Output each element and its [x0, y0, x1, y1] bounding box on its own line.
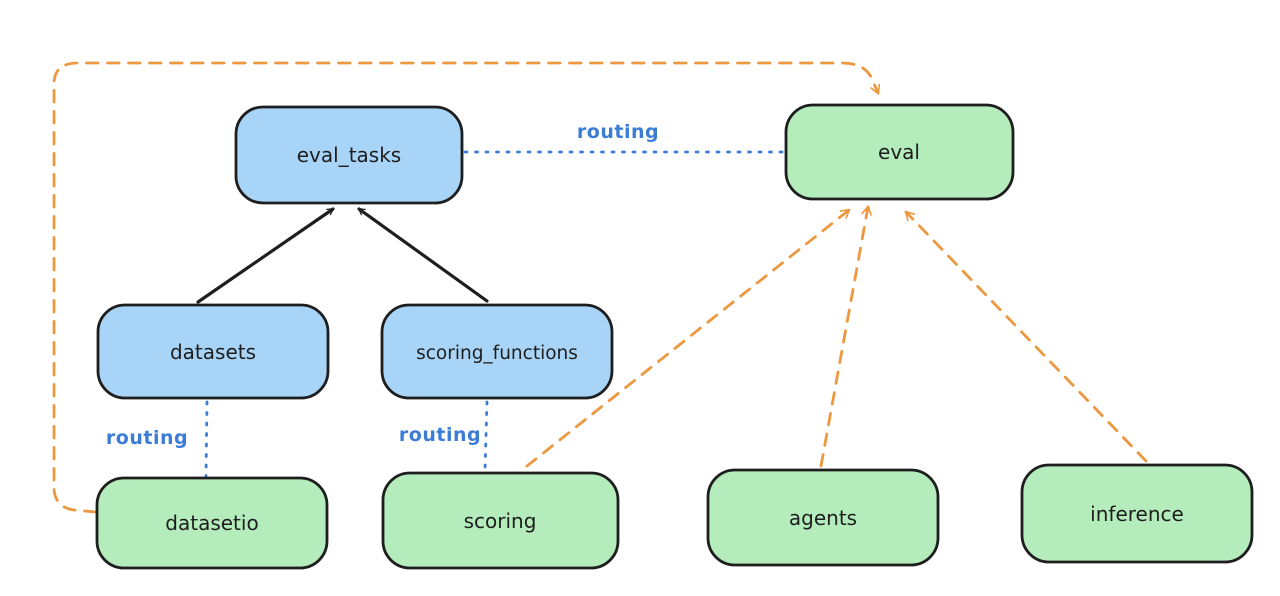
node-scoring-box [381, 471, 620, 570]
node-eval-tasks-box [234, 105, 464, 205]
node-eval: eval [784, 103, 1015, 201]
edge-routing-scoring-functions-to-scoring [483, 400, 489, 472]
edge-routing-datasets-to-datasetio [204, 400, 209, 478]
nodes-layer: eval_tasks eval datasets scoring_functio… [95, 103, 1254, 570]
edge-scoring-functions-to-eval-tasks [357, 207, 489, 303]
node-datasetio-label: datasetio [165, 511, 258, 535]
node-scoring-functions-label: scoring_functions [416, 343, 578, 364]
routing-label-top: routing [577, 121, 659, 143]
node-eval-tasks-label: eval_tasks [297, 143, 401, 167]
node-eval-box [784, 103, 1015, 201]
node-agents: agents [706, 468, 940, 567]
edges-layer [52, 61, 1148, 514]
node-inference-label: inference [1090, 502, 1184, 526]
routing-label-datasets: routing [106, 427, 188, 449]
node-inference-box [1020, 463, 1254, 564]
node-datasetio-box [95, 476, 329, 570]
node-agents-label: agents [789, 506, 857, 530]
node-scoring: scoring [381, 471, 620, 570]
routing-label-scoring: routing [399, 424, 481, 446]
node-scoring-functions: scoring_functions [380, 303, 614, 400]
edge-agents-to-eval [819, 205, 872, 468]
edge-labels-layer: routing routing routing [106, 121, 659, 449]
edge-inference-to-eval [904, 210, 1148, 463]
node-scoring-label: scoring [464, 509, 537, 533]
node-inference: inference [1020, 463, 1254, 564]
node-eval-tasks: eval_tasks [234, 105, 464, 205]
node-agents-box [706, 468, 940, 567]
node-eval-label: eval [878, 140, 920, 164]
edge-scoring-to-eval [525, 208, 851, 468]
edge-datasets-to-eval-tasks [196, 207, 335, 304]
node-datasets: datasets [96, 303, 330, 400]
node-scoring-functions-box [380, 303, 614, 400]
node-datasets-box [96, 303, 330, 400]
edge-datasetio-to-eval [52, 61, 881, 514]
node-datasetio: datasetio [95, 476, 329, 570]
node-datasets-label: datasets [170, 340, 256, 364]
